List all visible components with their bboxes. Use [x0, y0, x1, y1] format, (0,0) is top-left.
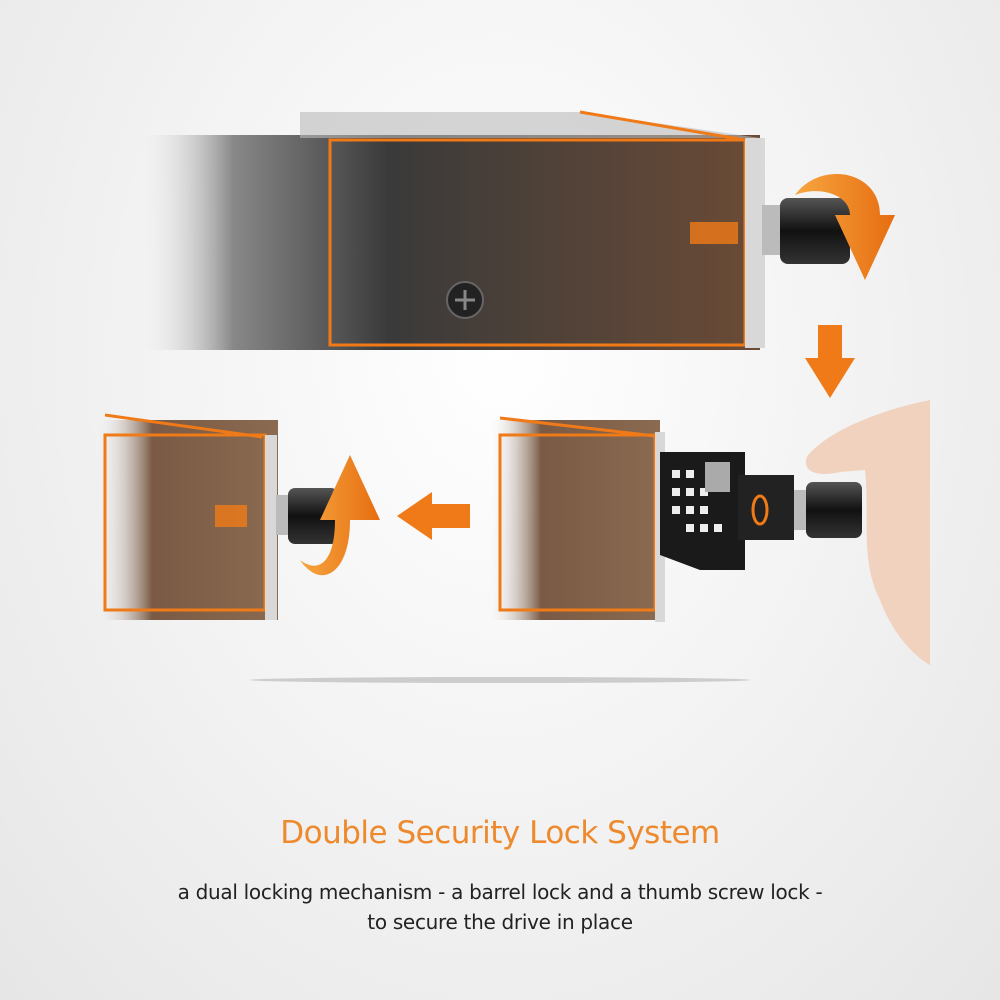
description-line-1: a dual locking mechanism - a barrel lock… [177, 880, 823, 904]
thumb-screw-top [762, 198, 850, 264]
rotate-clockwise-arrow-icon [795, 173, 895, 280]
thumb-screw-bottom-right [794, 482, 862, 538]
divider [250, 677, 750, 683]
rotate-counterclockwise-arrow-icon [300, 455, 380, 576]
drive-bay-bottom-right [490, 416, 665, 622]
down-arrow-icon [805, 325, 855, 398]
left-arrow-icon [397, 492, 470, 540]
description-line-2: to secure the drive in place [367, 910, 633, 934]
description: a dual locking mechanism - a barrel lock… [0, 877, 1000, 937]
barrel-lock-cage [660, 452, 794, 570]
page-title: Double Security Lock System [280, 815, 720, 851]
locking-mechanism-illustration [98, 110, 930, 683]
drive-bay-bottom-left [98, 413, 278, 620]
drive-bay-top [140, 110, 765, 350]
thumb-screw-bottom-left [276, 488, 338, 544]
hand [805, 400, 930, 665]
